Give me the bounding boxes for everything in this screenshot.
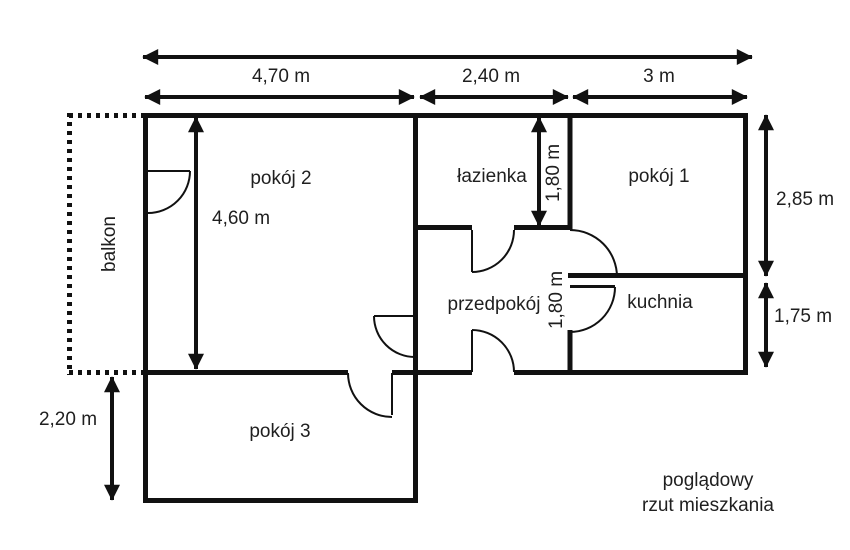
balcony-outline xyxy=(67,113,143,375)
dimension-label-height-kuchnia: 1,75 m xyxy=(774,306,833,327)
dimension-label-width-pokoj1: 3 m xyxy=(643,66,675,87)
dimension-label-width-lazienka: 2,40 m xyxy=(461,66,521,87)
door-arc xyxy=(471,329,515,373)
dimension-label-width-pokoj2: 4,70 m xyxy=(251,66,311,87)
room-label-przedpokoj: przedpokój xyxy=(447,294,541,315)
doors xyxy=(147,170,618,418)
dimension-arrows xyxy=(104,49,774,501)
plan-caption-line1: poglądowy xyxy=(662,470,754,491)
door-arc xyxy=(373,315,416,358)
door-balkon xyxy=(147,170,191,214)
room-label-pokoj1: pokój 1 xyxy=(628,166,690,187)
door-pokoj1 xyxy=(569,229,618,278)
door-kuchnia xyxy=(569,285,616,333)
door-pokoj2 xyxy=(373,315,416,358)
door-arc xyxy=(569,286,616,333)
door-arc xyxy=(147,170,191,214)
door-arc xyxy=(569,229,618,278)
room-label-balkon: balkon xyxy=(99,216,120,272)
room-label-kuchnia: kuchnia xyxy=(627,292,693,313)
room-label-lazienka: łazienka xyxy=(457,166,527,187)
plan-caption-line2: rzut mieszkania xyxy=(642,495,774,516)
door-arc xyxy=(471,229,515,273)
dimension-label-height-pokoj3: 2,20 m xyxy=(38,409,98,430)
walls xyxy=(143,113,748,503)
door-arc xyxy=(347,372,393,418)
dimension-label-height-pokoj2: 4,60 m xyxy=(212,208,271,229)
door-pokoj3 xyxy=(347,372,393,418)
dimension-label-height-pokoj1: 2,85 m xyxy=(776,189,835,210)
door-entrance xyxy=(471,329,515,373)
plan-caption: poglądowy rzut mieszkania xyxy=(608,468,808,518)
door-lazienka xyxy=(471,229,515,273)
room-label-pokoj3: pokój 3 xyxy=(249,421,311,442)
room-label-pokoj2: pokój 2 xyxy=(250,168,312,189)
